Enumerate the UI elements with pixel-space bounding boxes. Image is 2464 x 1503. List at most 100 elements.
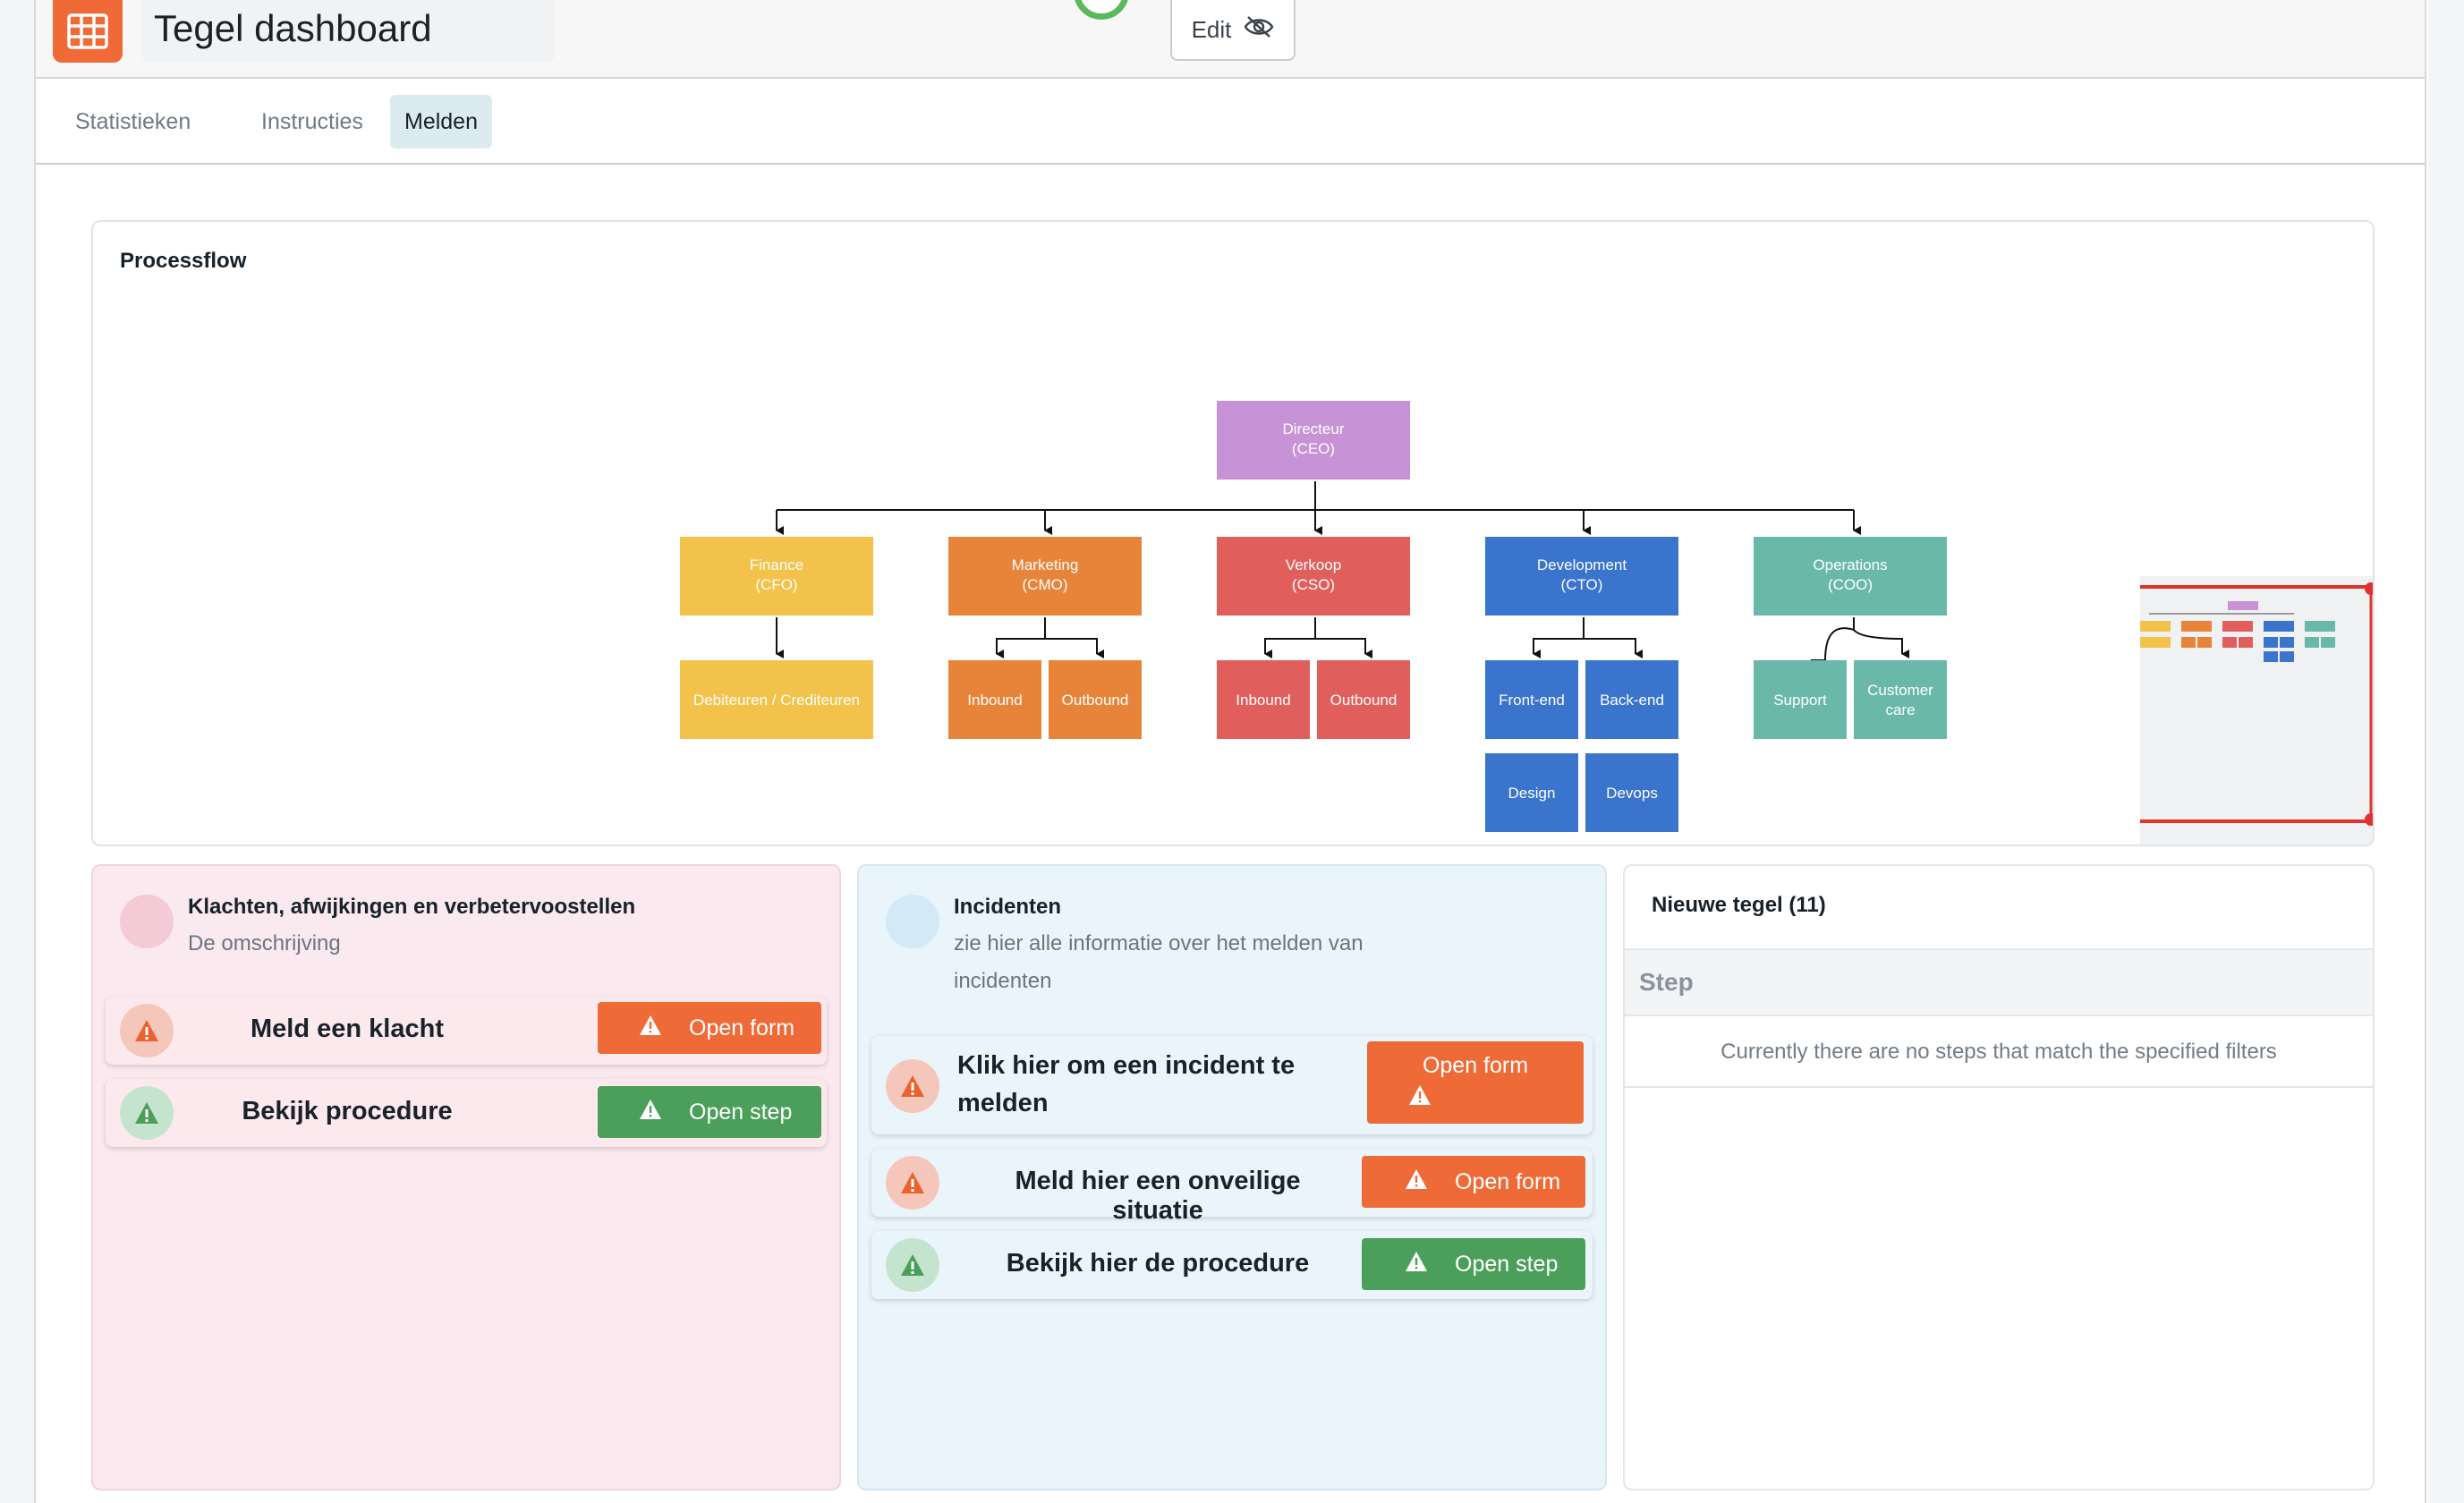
bekijk-procedure-label: Bekijk hier de procedure (1006, 1249, 1310, 1278)
org-node-marketing-inbound-label: Inbound (967, 692, 1022, 709)
org-node-development-line1: Development (1537, 556, 1627, 573)
open-form-button[interactable]: Open form (1367, 1041, 1584, 1124)
klachten-card: Klachten, afwijkingen en verbetervoostel… (91, 864, 841, 1490)
edit-button-label: Edit (1191, 15, 1232, 43)
org-node-marketing-line1: Marketing (1012, 556, 1079, 573)
tab-statistieken[interactable]: Statistieken (75, 109, 191, 134)
org-node-verkoop-inbound[interactable] (1217, 660, 1310, 739)
dashboard-frame: Tegel dashboard Edit Statistieken Instru… (34, 0, 2426, 1503)
org-node-customer-care-label2: care (1885, 701, 1915, 718)
org-node-operations-line2: (COO) (1828, 576, 1873, 593)
warning-icon (886, 1238, 939, 1292)
org-node-verkoop-outbound-label: Outbound (1330, 692, 1398, 709)
warning-icon (639, 1099, 662, 1126)
open-form-button[interactable]: Open form (598, 1002, 821, 1054)
org-node-ceo-line2: (CEO) (1292, 440, 1335, 457)
org-node-operations[interactable] (1754, 537, 1947, 616)
org-node-customer-care-label1: Customer (1867, 682, 1933, 699)
org-node-front-end[interactable] (1485, 660, 1578, 739)
org-chart[interactable]: Directeur (CEO) Finance (CFO) Marketing … (93, 222, 2375, 846)
onveilige-situatie-label: Meld hier een onveilige situatie (1015, 1167, 1301, 1225)
org-node-back-end[interactable] (1585, 660, 1678, 739)
open-form-label: Open form (1455, 1168, 1561, 1194)
warning-icon (1405, 1168, 1428, 1196)
edit-button[interactable]: Edit (1170, 0, 1296, 61)
tab-melden[interactable]: Melden (390, 95, 492, 149)
klachten-title: Klachten, afwijkingen en verbetervoostel… (188, 895, 636, 919)
org-chart-connectors (776, 481, 1909, 667)
open-step-button[interactable]: Open step (598, 1086, 821, 1138)
title-box (141, 0, 555, 63)
open-form-label: Open form (689, 1015, 795, 1040)
org-node-verkoop-outbound[interactable] (1317, 660, 1410, 739)
eye-off-icon (1244, 15, 1274, 45)
warning-icon (1408, 1084, 1432, 1112)
org-node-marketing-inbound[interactable] (948, 660, 1041, 739)
org-node-debiteuren-label: Debiteuren / Crediteuren (693, 692, 860, 709)
processflow-title: Processflow (120, 249, 247, 273)
org-node-design[interactable] (1485, 753, 1578, 832)
nieuwe-tegel-title: Nieuwe tegel (11) (1652, 893, 1826, 917)
incidenten-card: Incidenten zie hier alle informatie over… (857, 864, 1607, 1490)
org-node-finance-line2: (CFO) (755, 576, 797, 593)
status-indicator-icon (1074, 0, 1129, 20)
org-node-development[interactable] (1485, 537, 1678, 616)
org-node-support[interactable] (1754, 660, 1847, 739)
nieuwe-tegel-card: Nieuwe tegel (11) Step Currently there a… (1623, 864, 2375, 1490)
incidenten-avatar (886, 895, 939, 948)
warning-icon (886, 1156, 939, 1210)
table-grid-icon[interactable] (53, 0, 123, 63)
klachten-avatar (120, 895, 174, 948)
header-bar: Tegel dashboard Edit (36, 0, 2425, 79)
org-node-marketing-outbound-label: Outbound (1062, 692, 1129, 709)
org-node-ceo[interactable] (1217, 401, 1410, 480)
list-item: Bekijk procedure Open step (106, 1079, 827, 1147)
minimap[interactable] (2140, 576, 2375, 846)
tab-instructies[interactable]: Instructies (261, 109, 363, 134)
org-node-devops[interactable] (1585, 753, 1678, 832)
org-node-ceo-line1: Directeur (1283, 420, 1345, 437)
step-column-header[interactable]: Step (1625, 948, 2373, 1016)
org-node-front-end-label: Front-end (1499, 692, 1565, 709)
warning-icon (639, 1015, 662, 1042)
org-node-support-label: Support (1773, 692, 1827, 709)
org-node-finance-line1: Finance (750, 556, 803, 573)
page-background-right (2428, 0, 2464, 1503)
processflow-card: Processflow (91, 220, 2375, 846)
org-node-finance[interactable] (680, 537, 873, 616)
org-node-marketing-line2: (CMO) (1023, 576, 1068, 593)
org-node-debiteuren[interactable] (680, 660, 873, 739)
warning-icon (1405, 1251, 1428, 1278)
page-background-left (0, 0, 34, 1503)
org-node-verkoop-inbound-label: Inbound (1236, 692, 1290, 709)
org-node-marketing-outbound[interactable] (1049, 660, 1142, 739)
org-node-operations-line1: Operations (1813, 556, 1887, 573)
open-form-button[interactable]: Open form (1362, 1156, 1585, 1208)
list-item: Meld een klacht Open form (106, 997, 827, 1065)
bekijk-procedure-label: Bekijk procedure (242, 1097, 453, 1125)
empty-state-message: Currently there are no steps that match … (1625, 1016, 2373, 1088)
warning-icon (120, 1004, 174, 1057)
warning-icon (886, 1059, 939, 1113)
open-step-label: Open step (689, 1099, 793, 1125)
org-node-development-line2: (CTO) (1561, 576, 1603, 593)
incidenten-title: Incidenten (954, 895, 1062, 919)
list-item: Klik hier om een incident te melden Open… (871, 1036, 1593, 1134)
org-node-customer-care[interactable] (1854, 660, 1947, 739)
klachten-description: De omschrijving (188, 931, 341, 955)
list-item: Bekijk hier de procedure Open step (871, 1231, 1593, 1299)
incidenten-description: zie hier alle informatie over het melden… (954, 931, 1364, 993)
org-node-verkoop-line2: (CSO) (1292, 576, 1335, 593)
meld-klacht-label: Meld een klacht (251, 1015, 444, 1043)
org-node-verkoop[interactable] (1217, 537, 1410, 616)
org-node-marketing[interactable] (948, 537, 1142, 616)
warning-icon (120, 1086, 174, 1140)
org-node-back-end-label: Back-end (1600, 692, 1664, 709)
step-column-label: Step (1639, 968, 1694, 996)
org-node-verkoop-line1: Verkoop (1286, 556, 1341, 573)
open-step-button[interactable]: Open step (1362, 1238, 1585, 1290)
open-step-label: Open step (1455, 1251, 1559, 1277)
open-form-label: Open form (1422, 1053, 1529, 1078)
org-node-design-label: Design (1508, 785, 1556, 802)
page-title: Tegel dashboard (154, 7, 432, 49)
